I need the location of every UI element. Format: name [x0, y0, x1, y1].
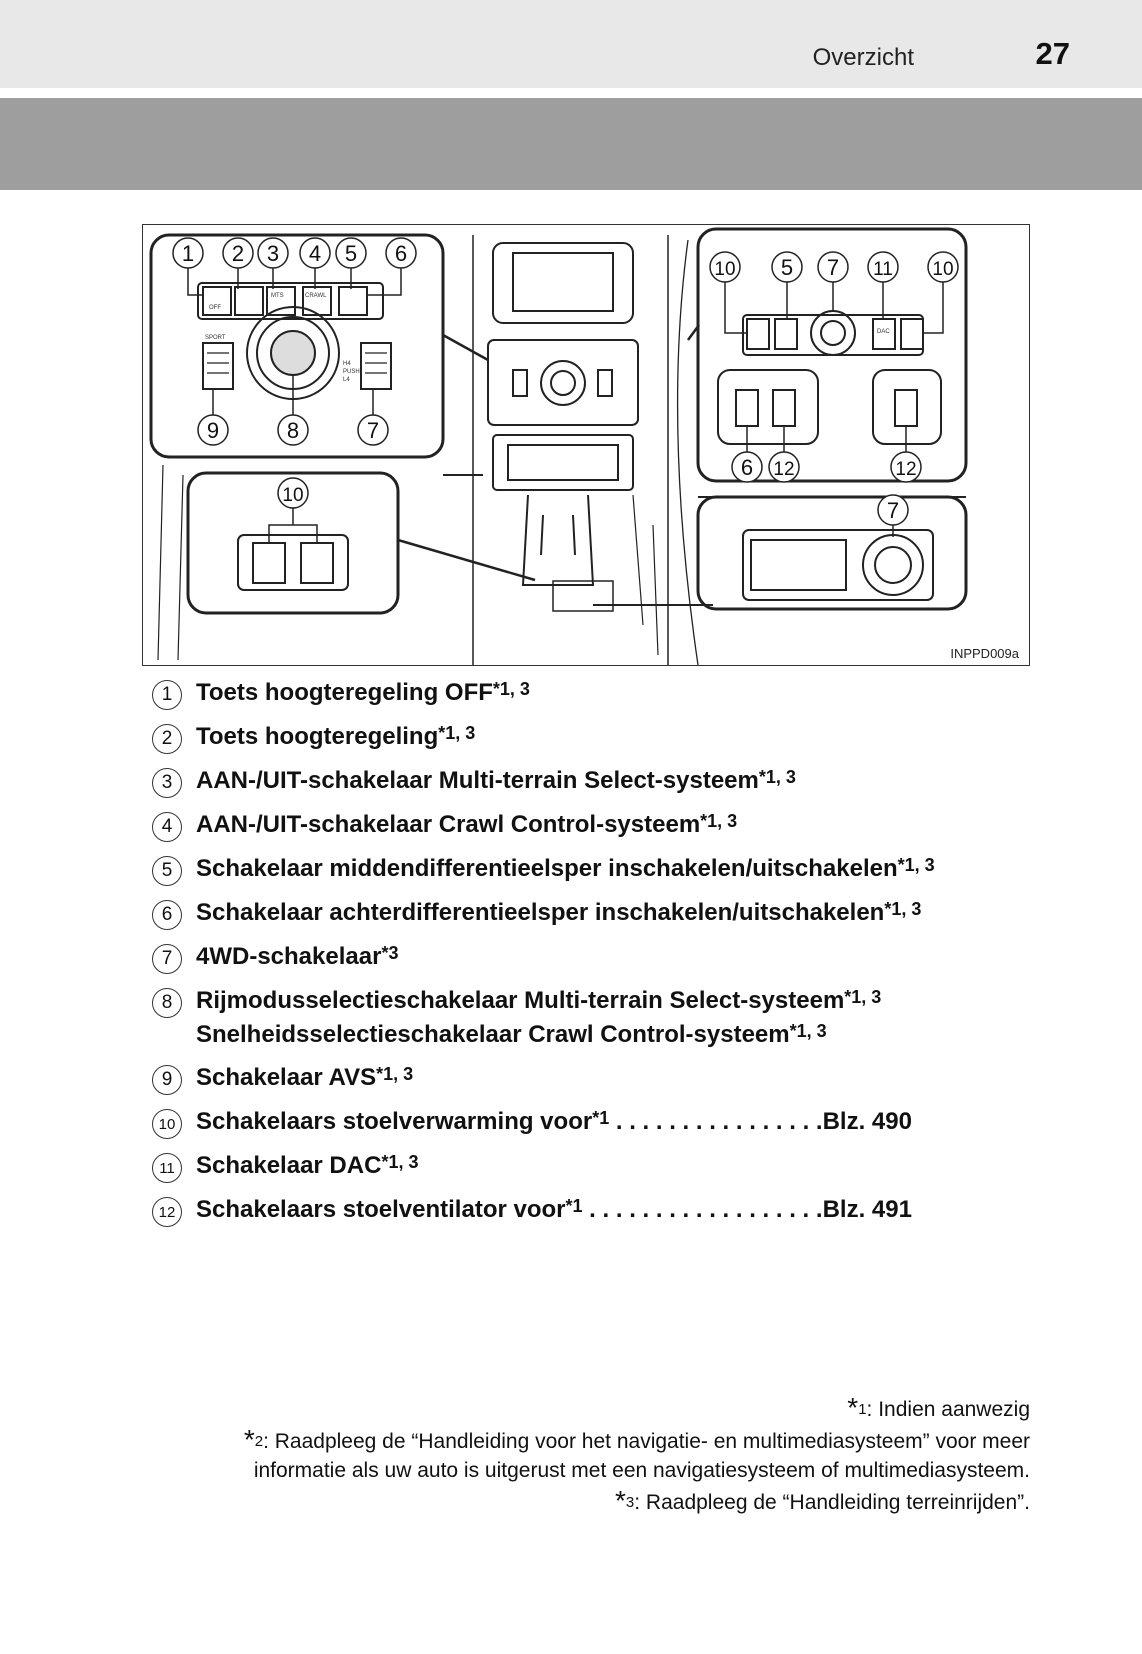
- legend-text: Schakelaars stoelverwarming voor*1 . . .…: [196, 1105, 912, 1139]
- footnote-2: *2: Raadpleeg de “Handleiding voor het n…: [243, 1424, 1030, 1482]
- callout-8: 8: [287, 418, 299, 443]
- legend-number: 6: [152, 900, 182, 930]
- legend-line: AAN-/UIT-schakelaar Crawl Control-systee…: [196, 811, 738, 838]
- legend-number: 2: [152, 724, 182, 754]
- legend-number: 10: [152, 1109, 182, 1139]
- legend-text: Rijmodusselectieschakelaar Multi-terrain…: [196, 984, 881, 1052]
- legend-text: 4WD-schakelaar*3: [196, 940, 398, 974]
- legend-number: 9: [152, 1065, 182, 1095]
- label-dac: DAC: [877, 329, 890, 335]
- legend-line: Toets hoogteregeling*1, 3: [196, 723, 476, 750]
- legend-text: Toets hoogteregeling*1, 3: [196, 720, 475, 754]
- callout-6: 6: [395, 241, 407, 266]
- legend-line: Snelheidsselectieschakelaar Crawl Contro…: [196, 1021, 827, 1048]
- legend-line: Toets hoogteregeling OFF*1, 3: [196, 679, 530, 706]
- label-crawl: CRAWL: [305, 293, 327, 299]
- legend-item: 9 Schakelaar AVS*1, 3: [152, 1061, 1052, 1105]
- legend-line: Schakelaar middendifferentieelsper insch…: [196, 855, 935, 882]
- legend-item: 10 Schakelaars stoelverwarming voor*1 . .…: [152, 1105, 1052, 1149]
- label-sport: SPORT: [205, 335, 226, 341]
- legend-text: Schakelaar DAC*1, 3: [196, 1149, 418, 1183]
- legend-number: 12: [152, 1197, 182, 1227]
- legend-item: 8 Rijmodusselectieschakelaar Multi-terrai…: [152, 984, 1052, 1061]
- legend-item: 3 AAN-/UIT-schakelaar Multi-terrain Selec…: [152, 764, 1052, 808]
- legend-number: 4: [152, 812, 182, 842]
- callout-11: 11: [873, 259, 893, 280]
- legend-number: 11: [152, 1153, 182, 1183]
- label-mts: MTS: [271, 293, 284, 299]
- footnotes: *1: Indien aanwezig *2: Raadpleeg de “Ha…: [150, 1392, 1030, 1520]
- legend-item: 11 Schakelaar DAC*1, 3: [152, 1149, 1052, 1193]
- figure-code: INPPD009a: [950, 646, 1019, 661]
- console-illustration: 1 2 3 4 5 6 9 8 7 10 5 7 11 10 6 12 12 7…: [142, 224, 1030, 666]
- callout-12: 12: [773, 459, 794, 480]
- legend-number: 7: [152, 944, 182, 974]
- callout-2: 2: [232, 241, 244, 266]
- callout-12-right: 12: [895, 459, 916, 480]
- legend-item: 1 Toets hoogteregeling OFF*1, 3: [152, 676, 1052, 720]
- legend-list: 1 Toets hoogteregeling OFF*1, 3 2 Toets hoo…: [152, 676, 1052, 1237]
- legend-item: 5 Schakelaar middendifferentieelsper insc…: [152, 852, 1052, 896]
- label-h4: H4: [343, 361, 351, 367]
- label-l4: L4: [343, 377, 350, 383]
- legend-text: AAN-/UIT-schakelaar Multi-terrain Select…: [196, 764, 796, 798]
- legend-item: 2 Toets hoogteregeling*1, 3: [152, 720, 1052, 764]
- label-off: OFF: [209, 305, 221, 311]
- callout-9: 9: [207, 418, 219, 443]
- page-number: 27: [1035, 36, 1070, 71]
- callout-1: 1: [182, 241, 194, 266]
- legend-line: Schakelaar DAC*1, 3: [196, 1152, 419, 1179]
- callout-10-right: 10: [932, 259, 953, 280]
- callout-7: 7: [367, 418, 379, 443]
- legend-item: 6 Schakelaar achterdifferentieelsper insc…: [152, 896, 1052, 940]
- footnote-1: *1: Indien aanwezig: [847, 1392, 1030, 1423]
- legend-item: 7 4WD-schakelaar*3: [152, 940, 1052, 984]
- footnote-3: *3: Raadpleeg de “Handleiding terreinrij…: [615, 1485, 1030, 1516]
- chapter-band: [0, 98, 1142, 190]
- callout-7-bottom: 7: [887, 498, 899, 523]
- legend-line: Schakelaar achterdifferentieelsper insch…: [196, 899, 922, 926]
- legend-text: Schakelaar middendifferentieelsper insch…: [196, 852, 935, 886]
- callout-5-right: 5: [781, 255, 793, 280]
- legend-number: 3: [152, 768, 182, 798]
- legend-number: 1: [152, 680, 182, 710]
- label-push: PUSH: [343, 369, 360, 375]
- legend-text: Schakelaar achterdifferentieelsper insch…: [196, 896, 921, 930]
- legend-line: 4WD-schakelaar*3: [196, 943, 399, 970]
- legend-text: AAN-/UIT-schakelaar Crawl Control-systee…: [196, 808, 737, 842]
- legend-text: Schakelaar AVS*1, 3: [196, 1061, 413, 1095]
- callout-10: 10: [714, 259, 735, 280]
- callout-7-right: 7: [827, 255, 839, 280]
- legend-line: Schakelaar AVS*1, 3: [196, 1064, 414, 1091]
- header-band: [0, 0, 1142, 88]
- legend-text: Toets hoogteregeling OFF*1, 3: [196, 676, 530, 710]
- callout-3: 3: [267, 241, 279, 266]
- section-title: Overzicht: [812, 44, 914, 71]
- callout-5: 5: [345, 241, 357, 266]
- legend-line: Rijmodusselectieschakelaar Multi-terrain…: [196, 987, 882, 1014]
- console-line-drawing: 1 2 3 4 5 6 9 8 7 10 5 7 11 10 6 12 12 7…: [149, 227, 968, 665]
- callout-10-bottom: 10: [282, 485, 303, 506]
- legend-line: Schakelaars stoelverwarming voor*1 . . .…: [196, 1108, 912, 1135]
- legend-item: 12 Schakelaars stoelventilator voor*1 . .…: [152, 1193, 1052, 1237]
- legend-number: 8: [152, 988, 182, 1018]
- callout-6-right: 6: [741, 455, 753, 480]
- legend-number: 5: [152, 856, 182, 886]
- callout-4: 4: [309, 241, 321, 266]
- legend-item: 4 AAN-/UIT-schakelaar Crawl Control-syste…: [152, 808, 1052, 852]
- legend-text: Schakelaars stoelventilator voor*1 . . .…: [196, 1193, 912, 1227]
- legend-line: AAN-/UIT-schakelaar Multi-terrain Select…: [196, 767, 796, 794]
- legend-line: Schakelaars stoelventilator voor*1 . . .…: [196, 1196, 912, 1223]
- header-divider: [0, 88, 1142, 98]
